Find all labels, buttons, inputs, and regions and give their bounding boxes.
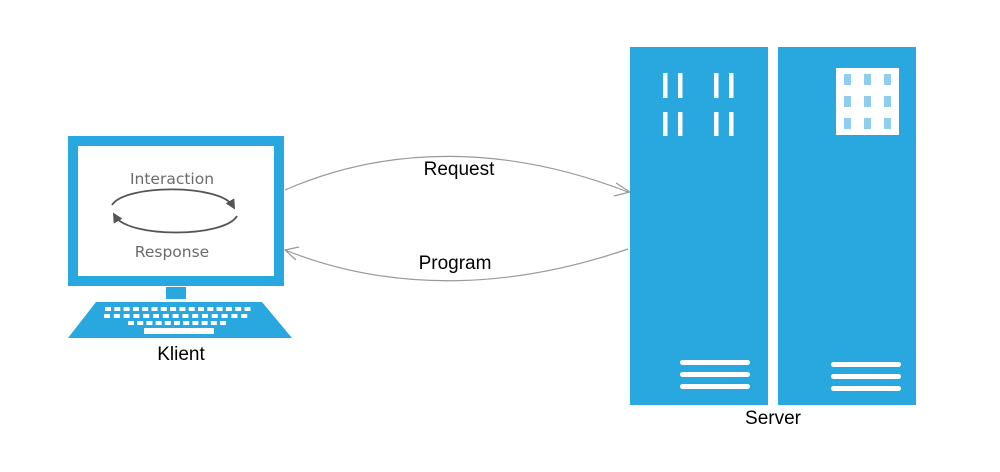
keyboard-keys	[104, 307, 251, 325]
interaction-label: Interaction	[130, 170, 214, 188]
interaction-arrow	[111, 188, 236, 210]
keyboard-key	[192, 321, 199, 325]
indicator-light	[884, 118, 891, 129]
keyboard-key	[128, 321, 134, 325]
program-arrow	[283, 246, 629, 282]
indicator-light	[844, 96, 851, 107]
keyboard-key	[188, 307, 195, 311]
client-label: Klient	[157, 344, 205, 365]
keyboard-key	[201, 321, 208, 325]
server-label: Server	[745, 408, 802, 429]
screen-display	[78, 146, 274, 276]
keyboard-key	[210, 321, 217, 325]
keyboard-key	[179, 307, 186, 311]
keyboard-key	[170, 307, 177, 311]
keyboard-key	[162, 314, 169, 318]
keyboard-key	[221, 314, 228, 318]
keyboard-key	[220, 321, 226, 325]
client-computer: Interaction Response	[68, 136, 292, 338]
server-tower-left	[630, 47, 768, 405]
program-label: Program	[419, 253, 492, 274]
request-label: Request	[424, 159, 495, 180]
indicator-light	[864, 96, 871, 107]
keyboard-key	[123, 307, 130, 311]
response-label: Response	[135, 243, 209, 261]
program-arrow-head	[283, 246, 300, 261]
keyboard-key	[202, 314, 208, 318]
laptop-screen	[68, 136, 284, 286]
keyboard-key	[153, 314, 159, 318]
keyboard-key	[182, 314, 189, 318]
keyboard-key	[133, 314, 140, 318]
keyboard-key	[231, 314, 238, 318]
keyboard-key	[207, 307, 214, 311]
laptop-hinge	[166, 287, 186, 299]
keyboard-key	[235, 307, 242, 311]
indicator-light	[844, 74, 851, 85]
server-tower-left-body	[630, 47, 768, 405]
drive-bays	[680, 360, 750, 389]
indicator-light	[864, 74, 871, 85]
server-tower-right	[778, 47, 916, 405]
indicator-light	[884, 96, 891, 107]
keyboard-key	[114, 307, 121, 311]
keyboard-key	[105, 307, 111, 311]
keyboard-key	[244, 307, 251, 311]
keyboard-key	[113, 314, 120, 318]
keyboard-key	[174, 321, 180, 325]
response-arrow	[112, 212, 238, 234]
laptop-spacebar	[144, 328, 214, 334]
vent-slots	[663, 73, 734, 136]
indicator-light	[884, 74, 891, 85]
drive-bays	[831, 362, 901, 391]
keyboard-key	[216, 307, 223, 311]
keyboard-key	[132, 307, 139, 311]
keyboard-key	[192, 314, 199, 318]
keyboard-key	[211, 314, 218, 318]
indicator-light	[864, 118, 871, 129]
keyboard-key	[123, 314, 130, 318]
interaction-response-cycle	[111, 188, 238, 234]
keyboard-key	[160, 307, 167, 311]
keyboard-key	[143, 314, 150, 318]
keyboard-key	[155, 321, 162, 325]
keyboard-key	[137, 321, 144, 325]
indicator-light	[844, 118, 851, 129]
keyboard-key	[225, 307, 232, 311]
keyboard-key	[172, 314, 179, 318]
keyboard-key	[241, 314, 248, 318]
keyboard-key	[183, 321, 190, 325]
keyboard-key	[146, 321, 153, 325]
keyboard-key	[104, 314, 110, 318]
server	[630, 47, 916, 405]
keyboard-key	[198, 307, 204, 311]
indicator-lights	[844, 74, 891, 129]
request-arrow-line	[284, 155, 629, 193]
keyboard-key	[151, 307, 158, 311]
keyboard-key	[142, 307, 149, 311]
keyboard-key	[164, 321, 171, 325]
program-arrow-line	[284, 248, 629, 282]
